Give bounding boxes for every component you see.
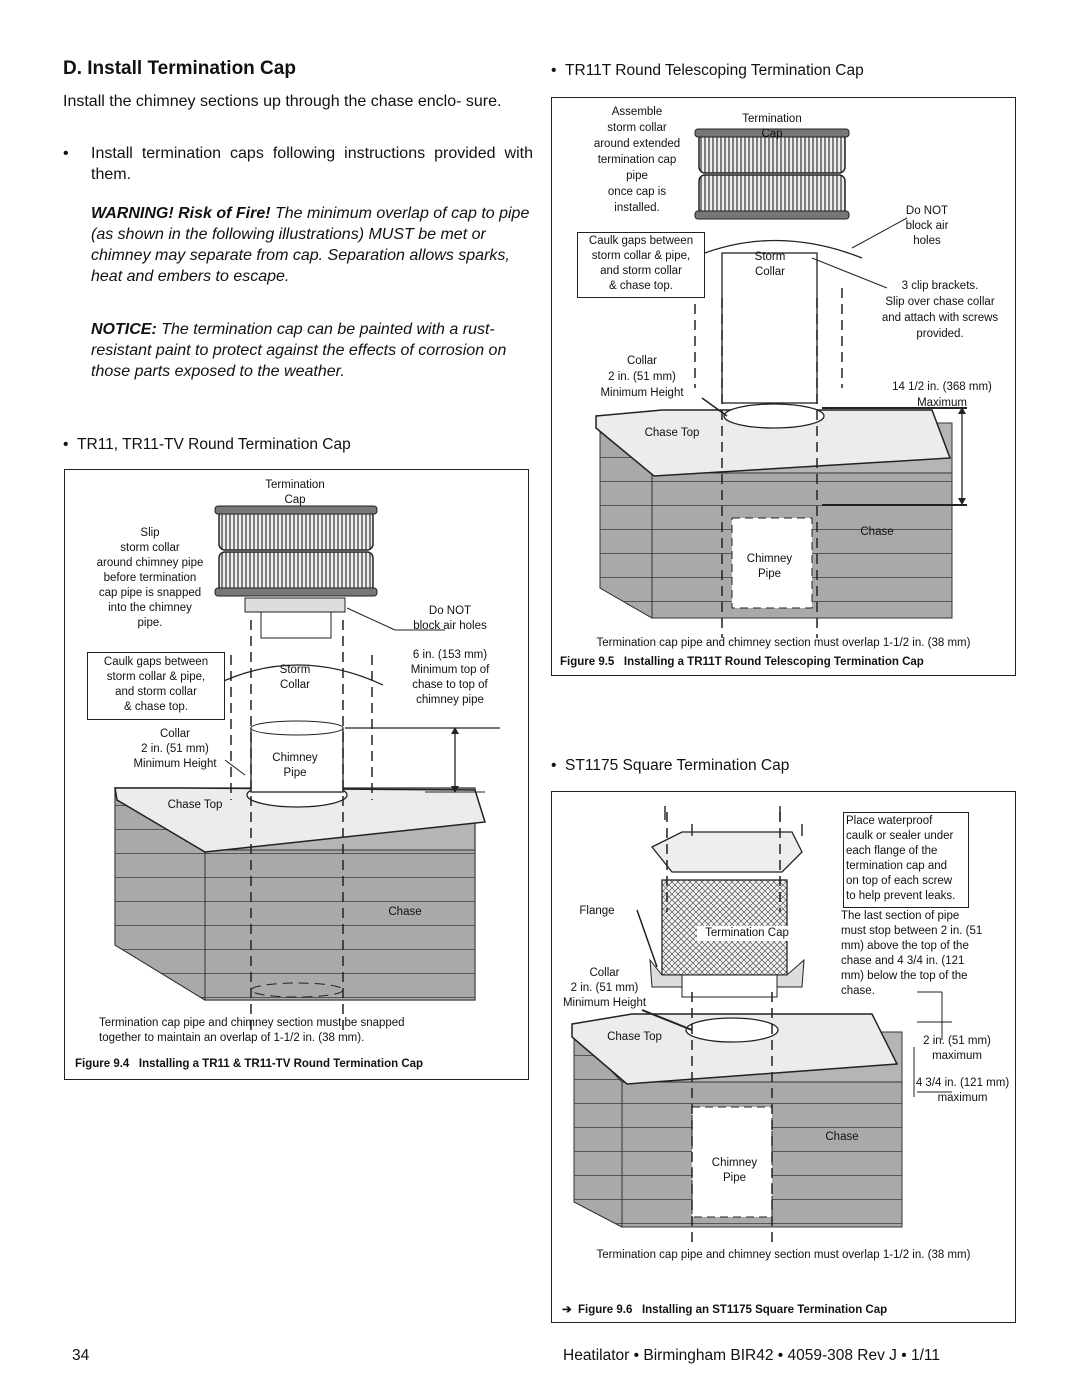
fig5-max-label: 14 1/2 in. (368 mm)Maximum [892, 381, 992, 409]
fig4-heading-text: TR11, TR11-TV Round Termination Cap [77, 436, 351, 453]
page-number: 34 [72, 1347, 90, 1364]
bullet-text: Install termination caps following instr… [91, 145, 533, 183]
footer-text: Heatilator • Birmingham BIR42 • 4059-308… [563, 1347, 940, 1364]
fig6-chase-top-label: Chase Top [607, 1031, 662, 1043]
fig6-heading-text: ST1175 Square Termination Cap [565, 757, 790, 774]
notice-label: NOTICE: [91, 321, 157, 338]
fig4-heading: • TR11, TR11-TV Round Termination Cap [63, 436, 351, 453]
intro-text: Install the chimney sections up through … [63, 93, 502, 110]
fig4-caption: Figure 9.4 Installing a TR11 & TR11-TV R… [75, 1058, 424, 1070]
fig4-chase-top-label: Chase Top [167, 799, 223, 811]
notice-text: NOTICE: The termination cap can be paint… [91, 319, 533, 382]
fig6-two-in-label: 2 in. (51 mm)maximum [923, 1035, 991, 1062]
figure-9-4-drawing [114, 505, 500, 1030]
arrow-icon: ➔ [562, 1304, 572, 1316]
fig4-note: Termination cap pipe and chimney section… [99, 1017, 405, 1044]
fig5-chase-label: Chase [860, 526, 894, 538]
warning-text: WARNING! Risk of Fire! The minimum overl… [91, 203, 533, 287]
notice-body: The termination cap can be painted with … [91, 321, 507, 380]
bullet-install-caps: • Install termination caps following ins… [63, 145, 533, 183]
fig6-chase-label: Chase [825, 1131, 859, 1143]
warning-body: The minimum overlap of cap to pipe (as s… [91, 205, 530, 285]
warning-label: WARNING! Risk of Fire! [91, 205, 271, 222]
fig6-caption: ➔ Figure 9.6 Installing an ST1175 Square… [562, 1304, 888, 1316]
fig6-heading: • ST1175 Square Termination Cap [551, 757, 790, 774]
fig6-four-in-label: 4 3/4 in. (121 mm)maximum [915, 1077, 1010, 1104]
fig6-note: Termination cap pipe and chimney section… [596, 1249, 971, 1261]
fig5-heading: • TR11T Round Telescoping Termination Ca… [551, 62, 864, 79]
fig5-heading-text: TR11T Round Telescoping Termination Cap [565, 62, 864, 79]
fig5-note: Termination cap pipe and chimney section… [596, 637, 971, 649]
fig4-chase-label: Chase [388, 906, 422, 918]
section-title: D. Install Termination Cap [63, 58, 296, 79]
fig5-chase-top-label: Chase Top [644, 427, 700, 439]
fig5-caption: Figure 9.5 Installing a TR11T Round Tele… [560, 656, 924, 668]
fig6-termination-cap-label: Termination Cap [697, 926, 797, 941]
fig6-flange-label: Flange [579, 905, 615, 917]
figure-9-5-drawing [595, 128, 967, 638]
